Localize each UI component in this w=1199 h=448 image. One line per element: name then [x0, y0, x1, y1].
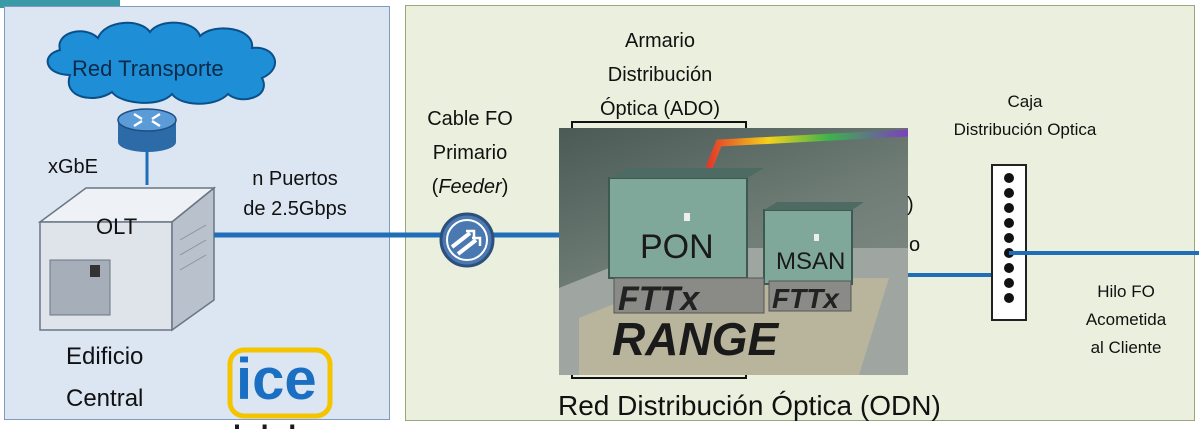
ice-logo-text: ice — [236, 347, 317, 412]
partial-label-a: ) — [907, 194, 914, 216]
ado-bracket-bottom — [571, 372, 747, 379]
ports-label-line1: n Puertos — [252, 168, 338, 190]
odn-title: Red Distribución Óptica (ODN) — [558, 390, 941, 421]
olt-label: OLT — [96, 214, 138, 239]
plate-fttx-2: FTTx — [772, 283, 839, 314]
cabinet-msan-label: MSAN — [776, 248, 846, 275]
feeder-label-line1: Cable FO — [427, 108, 513, 130]
ports-label-line2: de 2.5Gbps — [243, 198, 347, 220]
cloud-icon — [46, 21, 276, 105]
network-diagram-canvas — [37, 21, 1199, 419]
cabinet-pon-label: PON — [640, 228, 714, 266]
splice-connector-icon — [439, 212, 495, 268]
ado-cabinet-photo — [559, 128, 908, 375]
ice-logo — [227, 347, 333, 419]
top-accent-tab — [0, 0, 120, 8]
ado-label-line2: Distribución — [607, 64, 713, 86]
ado-cabinet-photo-art — [559, 129, 908, 375]
caja-label-line1: Caja — [1007, 92, 1043, 111]
xgbe-label: xGbE — [48, 156, 99, 178]
olt-server-icon — [37, 186, 217, 332]
partial-label-b: o — [909, 234, 921, 256]
caja-distribution-box-icon — [991, 164, 1027, 321]
router-icon — [117, 108, 177, 152]
range-base-label: RANGE — [612, 313, 779, 365]
caja-label-line2: Distribución Optica — [953, 120, 1097, 139]
ado-label-line3: Óptica (ADO) — [599, 98, 721, 120]
feeder-label-line3: (Feeder) — [431, 176, 509, 198]
ado-label-line1: Armario — [624, 30, 695, 52]
building-label-line2: Central — [66, 385, 144, 412]
drop-label-line3: al Cliente — [1090, 338, 1162, 357]
building-label-line1: Edificio — [66, 343, 144, 370]
drop-label-line1: Hilo FO — [1097, 282, 1155, 301]
cloud-label: Red Transporte — [72, 56, 224, 81]
feeder-label-line2: Primario — [432, 142, 508, 164]
ado-bracket-top — [571, 121, 747, 128]
drop-label-line2: Acometida — [1085, 310, 1167, 329]
plate-fttx-1: FTTx — [618, 280, 700, 318]
